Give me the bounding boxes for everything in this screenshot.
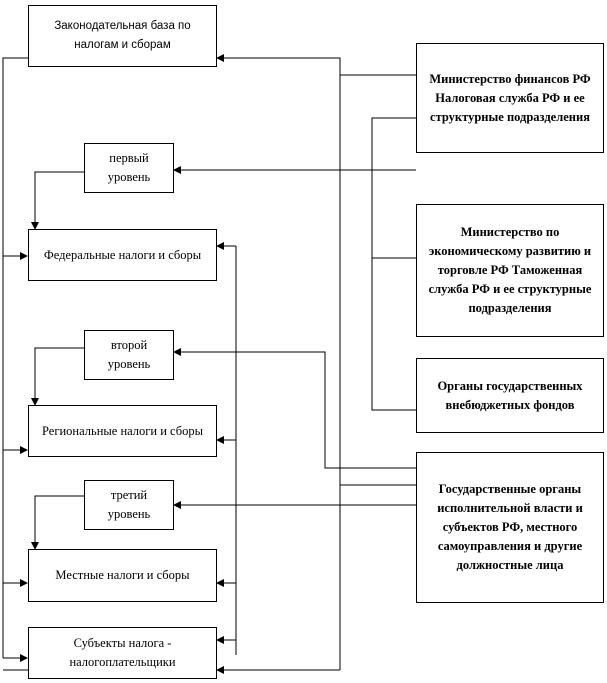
legislation-label: Законодательная база по налогам и сборам [54,20,191,51]
local-box: Местные налоги и сборы [28,549,217,602]
level2-label: второй уровень [107,338,151,371]
minfin-box: Министерство финансов РФ Налоговая служб… [416,43,604,153]
federal-label: Федеральные налоги и сборы [43,247,202,262]
mineco-label: Министерство по экономическому развитию … [428,225,592,315]
regional-label: Региональные налоги и сборы [42,423,203,438]
executive-box: Государственные органы исполнительной вл… [416,452,604,603]
line-minfin-legislation [216,54,416,76]
taxpayers-label: Субъекты налога - налогоплательщики [69,636,176,669]
level2-box: второй уровень [84,330,174,380]
arrow-level2-regional [31,347,84,406]
level3-box: третий уровень [84,480,174,530]
local-label: Местные налоги и сборы [55,568,190,582]
arrow-level1-federal [31,171,84,230]
level3-label: третий уровень [107,488,151,521]
regional-box: Региональные налоги и сборы [28,405,217,457]
line-minfin-bracket [371,117,416,411]
left-bus-line [2,57,28,658]
level1-label: первый уровень [107,151,151,184]
taxpayers-box: Субъекты налога - налогоплательщики [28,627,217,679]
funds-box: Органы государственных внебюджетных фонд… [416,358,604,433]
federal-box: Федеральные налоги и сборы [28,229,217,281]
funds-label: Органы государственных внебюджетных фонд… [437,378,583,412]
arrow-level3-local [31,495,84,550]
line-executive-level2 [173,348,416,469]
legislation-box: Законодательная база по налогам и сборам [28,5,217,67]
mineco-box: Министерство по экономическому развитию … [416,204,604,337]
minfin-label: Министерство финансов РФ Налоговая служб… [429,71,591,124]
executive-label: Государственные органы исполнительной вл… [437,482,583,572]
level1-box: первый уровень [84,143,174,193]
